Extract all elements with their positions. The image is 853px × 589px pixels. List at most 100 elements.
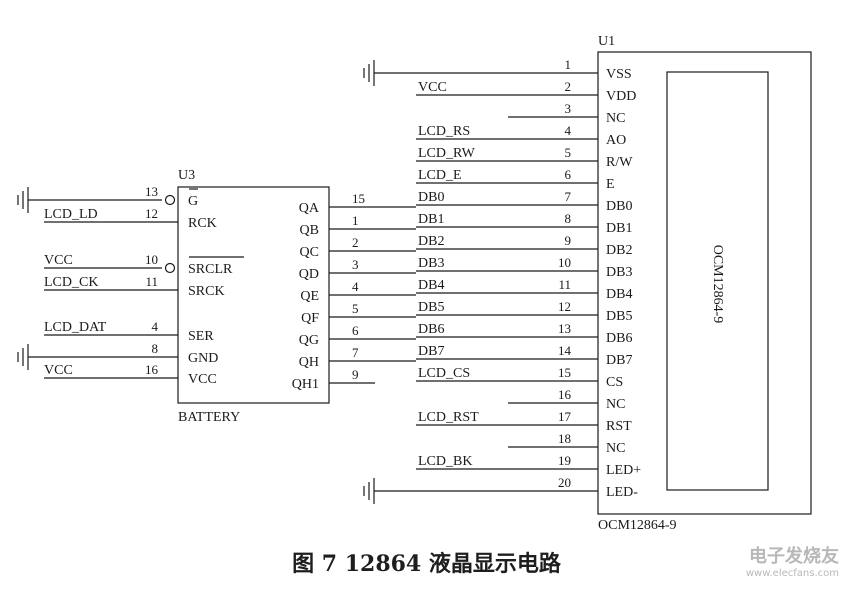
u1-net-label-17: LCD_RST <box>418 410 479 425</box>
u1-pin-name-1: VSS <box>606 67 632 82</box>
u3-net-label-12: LCD_LD <box>44 207 98 222</box>
u3-pin-number-6: 6 <box>352 323 359 338</box>
u3-net-label-10: VCC <box>44 253 73 268</box>
u1-pin-name-6: E <box>606 177 615 192</box>
u3-pin-number-1: 1 <box>352 213 359 228</box>
u3-pin-number-10: 10 <box>145 252 158 267</box>
u3-pin-name-qg: QG <box>299 333 319 348</box>
u1-pin-number-1: 1 <box>565 57 572 72</box>
u1-pin-name-18: NC <box>606 441 625 456</box>
u3-pin-name-8: GND <box>188 351 218 366</box>
u1-net-label-11: DB4 <box>418 278 444 293</box>
u1-pin-number-9: 9 <box>565 233 572 248</box>
u1-pin-name-4: AO <box>606 133 626 148</box>
u3-pin-name-qa: QA <box>299 201 320 216</box>
u1-net-label-8: DB1 <box>418 212 444 227</box>
u3-pin-number-4: 4 <box>352 279 359 294</box>
u1-pin-name-5: R/W <box>606 155 633 170</box>
u3-pin-name-13: G <box>188 194 198 209</box>
u1-pin-number-2: 2 <box>565 79 572 94</box>
u1-net-label-12: DB5 <box>418 300 444 315</box>
u1-pin-number-7: 7 <box>565 189 572 204</box>
u1-net-label-9: DB2 <box>418 234 444 249</box>
u1-display-window <box>666 71 769 491</box>
u1-pin-number-10: 10 <box>558 255 571 270</box>
u1-pin-name-9: DB2 <box>606 243 632 258</box>
u1-pin-name-17: RST <box>606 419 632 434</box>
u1-pin-number-17: 17 <box>558 409 572 424</box>
u1-pin-name-19: LED+ <box>606 463 641 478</box>
u1-pin-number-5: 5 <box>565 145 572 160</box>
u1-pin-number-15: 15 <box>558 365 571 380</box>
u1-pin-name-14: DB7 <box>606 353 632 368</box>
u1-net-label-13: DB6 <box>418 322 444 337</box>
u1-net-label-7: DB0 <box>418 190 444 205</box>
u3-net-label-4: LCD_DAT <box>44 320 107 335</box>
u1-net-label-14: DB7 <box>418 344 444 359</box>
u3-pin-number-15: 15 <box>352 191 365 206</box>
u1-part-label: OCM12864-9 <box>598 518 677 533</box>
u3-net-label-16: VCC <box>44 363 73 378</box>
u3-pin-number-13: 13 <box>145 184 158 199</box>
u1-body <box>597 51 812 515</box>
u1-net-label-5: LCD_RW <box>418 146 476 161</box>
u3-pin-number-8: 8 <box>152 341 159 356</box>
u3-pin-name-qb: QB <box>300 223 319 238</box>
u1-pin-name-13: DB6 <box>606 331 632 346</box>
u1-pin-number-11: 11 <box>558 277 571 292</box>
u1-pin-number-19: 19 <box>558 453 571 468</box>
watermark-url: www.elecfans.com <box>745 568 839 579</box>
u1-pin-number-3: 3 <box>565 101 572 116</box>
figure-caption: 图 7 12864 液晶显示电路 <box>292 551 561 577</box>
u3-pin-number-5: 5 <box>352 301 359 316</box>
u3-pin-name-qh: QH <box>299 355 319 370</box>
watermark: 电子发烧友 www.elecfans.com <box>746 542 839 579</box>
u3-pin-name-qc: QC <box>300 245 319 260</box>
u1-pin-name-2: VDD <box>606 89 636 104</box>
u3-inversion-bubble-10 <box>164 262 176 274</box>
u1-pin-name-11: DB4 <box>606 287 632 302</box>
lcd-circuit-schematic: U1OCM12864-9OCM12864-9VSS1VDD2VCCNC3AO4L… <box>17 34 812 533</box>
u1-pin-name-16: NC <box>606 397 625 412</box>
u3-pin-name-4: SER <box>188 329 214 344</box>
u1-net-label-10: DB3 <box>418 256 444 271</box>
u1-pin-number-14: 14 <box>558 343 572 358</box>
u3-pin-number-2: 2 <box>352 235 359 250</box>
u3-pin-number-7: 7 <box>352 345 359 360</box>
u3-inversion-bubble-13 <box>164 194 176 206</box>
u1-net-label-15: LCD_CS <box>418 366 470 381</box>
u1-pin-name-20: LED- <box>606 485 638 500</box>
u3-pin-name-12: RCK <box>188 216 217 231</box>
u1-net-label-6: LCD_E <box>418 168 462 183</box>
u3-pin-number-12: 12 <box>145 206 158 221</box>
u1-pin-number-12: 12 <box>558 299 571 314</box>
u1-pin-name-7: DB0 <box>606 199 632 214</box>
u1-pin-name-15: CS <box>606 375 623 390</box>
u1-pin-number-16: 16 <box>558 387 572 402</box>
u3-pin-name-16: VCC <box>188 372 217 387</box>
u1-pin-number-8: 8 <box>565 211 572 226</box>
u1-pin-name-8: DB1 <box>606 221 632 236</box>
u3-pin-number-3: 3 <box>352 257 359 272</box>
u1-net-label-19: LCD_BK <box>418 454 472 469</box>
u1-pin-name-10: DB3 <box>606 265 632 280</box>
u3-pin-name-qe: QE <box>300 289 319 304</box>
u1-pin-name-12: DB5 <box>606 309 632 324</box>
u3-pin-name-qd: QD <box>299 267 319 282</box>
u3-pin-number-9: 9 <box>352 367 359 382</box>
u1-pin-name-3: NC <box>606 111 625 126</box>
u3-pin-number-11: 11 <box>145 274 158 289</box>
watermark-logo-text: 电子发烧友 <box>749 546 839 567</box>
u3-pin-name-qh1: QH1 <box>292 377 319 392</box>
u3-pin-name-qf: QF <box>301 311 319 326</box>
u3-reference-label: U3 <box>178 168 195 183</box>
u1-pin-number-20: 20 <box>558 475 571 490</box>
u1-net-label-4: LCD_RS <box>418 124 470 139</box>
u3-part-label: BATTERY <box>178 410 240 425</box>
u3-pin-number-16: 16 <box>145 362 159 377</box>
u1-pin-number-4: 4 <box>565 123 572 138</box>
u1-body-label: OCM12864-9 <box>710 245 725 324</box>
u3-net-label-11: LCD_CK <box>44 275 98 290</box>
u1-reference-label: U1 <box>598 34 615 49</box>
